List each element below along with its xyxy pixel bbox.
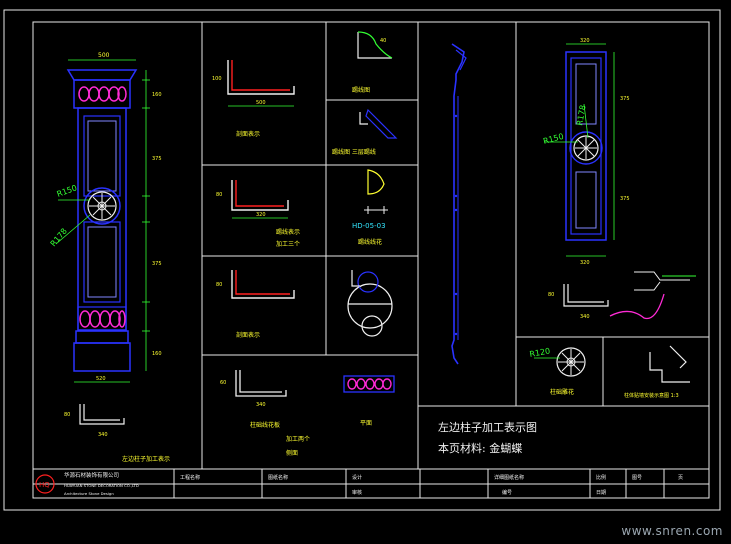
dim-panel-height: 375 bbox=[152, 156, 162, 162]
section4-plan-lattice bbox=[347, 378, 392, 390]
dim-right-base-width: 320 bbox=[580, 260, 590, 266]
profile2-label: 踢线图 三层踢线 bbox=[332, 148, 376, 156]
section4-plan-panel bbox=[343, 375, 395, 393]
dim-section2-width: 320 bbox=[256, 212, 266, 218]
dim-l-profile-height: 80 bbox=[64, 412, 70, 418]
section4-label-count: 侧面 bbox=[286, 449, 298, 457]
rosette-medallion bbox=[87, 191, 117, 221]
dim-lower-panel-height: 375 bbox=[152, 261, 162, 267]
profile3-code: HD-05-03 bbox=[352, 222, 386, 230]
company-english: Architecture Stone Design bbox=[64, 491, 114, 496]
dim-base-height: 160 bbox=[152, 351, 162, 357]
section4-label-pattern: 加工两个 bbox=[286, 435, 310, 443]
wall-mount-detail bbox=[634, 271, 696, 291]
right-column-elevation bbox=[544, 43, 615, 257]
radius-r150-right: R150 bbox=[542, 132, 564, 146]
company-logo-text: HQ bbox=[39, 481, 50, 489]
circle-section-detail bbox=[347, 270, 393, 337]
dim-right-l-height: 80 bbox=[548, 292, 554, 298]
section3-profile bbox=[231, 270, 295, 299]
cell-number: 编号 bbox=[502, 489, 512, 496]
profile2-molding bbox=[359, 108, 398, 139]
cell-scale: 比例 bbox=[596, 474, 606, 481]
radius-r120: R120 bbox=[529, 346, 551, 358]
column-caption: 左边柱子加工表示 bbox=[122, 455, 170, 463]
dim-l-profile-width: 340 bbox=[98, 432, 108, 438]
bottom-lattice-pattern bbox=[79, 310, 126, 328]
profile3-label: 踢线线花 bbox=[358, 238, 382, 246]
company-sub: HUAYUAN STONE DECORATION CO.,LTD bbox=[64, 483, 139, 488]
profile1-molding bbox=[357, 31, 393, 59]
section3-label: 剖面表示 bbox=[236, 331, 260, 339]
dim-section2-height: 80 bbox=[216, 192, 222, 198]
top-lattice-pattern bbox=[78, 86, 127, 102]
wall-install-label: 柱体贴墙安装示意图 1:3 bbox=[624, 392, 679, 399]
right-rosette bbox=[573, 135, 599, 161]
cell-designer: 设计 bbox=[352, 474, 362, 481]
section2-profile bbox=[231, 180, 289, 219]
section2-label-b: 加工三个 bbox=[276, 240, 300, 248]
dim-right-l-width: 340 bbox=[580, 314, 590, 320]
dim-section3-height: 80 bbox=[216, 282, 222, 288]
cell-date: 日期 bbox=[596, 490, 606, 496]
cell-page: 页 bbox=[678, 475, 683, 481]
cell-sheet: 图号 bbox=[632, 475, 642, 481]
cell-detail: 详细图纸名称 bbox=[494, 474, 524, 481]
company-name: 华源石材装饰有限公司 bbox=[64, 471, 119, 479]
inner-frame bbox=[32, 21, 710, 499]
section4-label-plan: 平面 bbox=[360, 420, 372, 427]
dim-right-width: 320 bbox=[580, 38, 590, 44]
wall-install-section bbox=[649, 345, 690, 383]
section1-profile bbox=[227, 60, 295, 107]
dim-section4-height: 60 bbox=[220, 380, 226, 386]
site-watermark: www.snren.com bbox=[621, 524, 723, 538]
profile1-code: 40 bbox=[380, 38, 386, 44]
dim-right-upper-height: 375 bbox=[620, 96, 630, 102]
cell-checker: 审核 bbox=[352, 489, 362, 496]
radius-r150-left: R150 bbox=[56, 183, 79, 199]
left-l-profile bbox=[79, 404, 125, 425]
profile3-molding bbox=[367, 169, 385, 195]
dim-section4-width: 340 bbox=[256, 402, 266, 408]
dim-top-width: 500 bbox=[98, 52, 110, 59]
cell-project: 工程名称 bbox=[180, 474, 200, 481]
dim-right-lower-height: 375 bbox=[620, 196, 630, 202]
sheet-grid bbox=[33, 22, 709, 470]
title-block-grid bbox=[33, 469, 709, 498]
radius-r178-left: R178 bbox=[49, 227, 69, 249]
rosette-detail bbox=[556, 347, 586, 377]
rosette-label: 柱础雕花 bbox=[550, 388, 574, 396]
drawing-title-line1: 左边柱子加工表示图 bbox=[438, 420, 537, 434]
outer-frame bbox=[3, 9, 721, 511]
profile3-dim-marks bbox=[364, 206, 388, 214]
dim-section1-height: 100 bbox=[212, 76, 222, 82]
profile1-label: 踢线图 bbox=[352, 86, 370, 94]
dim-section1-width: 500 bbox=[256, 100, 266, 106]
radius-r178-right: R178 bbox=[575, 104, 587, 126]
column-side-profile bbox=[451, 43, 467, 365]
company-logo bbox=[35, 474, 55, 494]
drawing-title-line2: 本页材料: 金蝴蝶 bbox=[438, 441, 522, 455]
detail-callout-arrow bbox=[609, 293, 665, 320]
section4-side-profile bbox=[235, 370, 287, 397]
dim-base-width: 520 bbox=[96, 376, 106, 382]
section2-label-a: 踢线表示 bbox=[276, 228, 300, 236]
cell-drawing: 图纸名称 bbox=[268, 474, 288, 481]
right-l-profile bbox=[563, 284, 609, 307]
section1-label: 剖面表示 bbox=[236, 130, 260, 138]
dim-cap-height: 160 bbox=[152, 92, 162, 98]
left-column-elevation bbox=[55, 59, 150, 383]
section4-label-side: 柱础线花板 bbox=[250, 421, 280, 429]
